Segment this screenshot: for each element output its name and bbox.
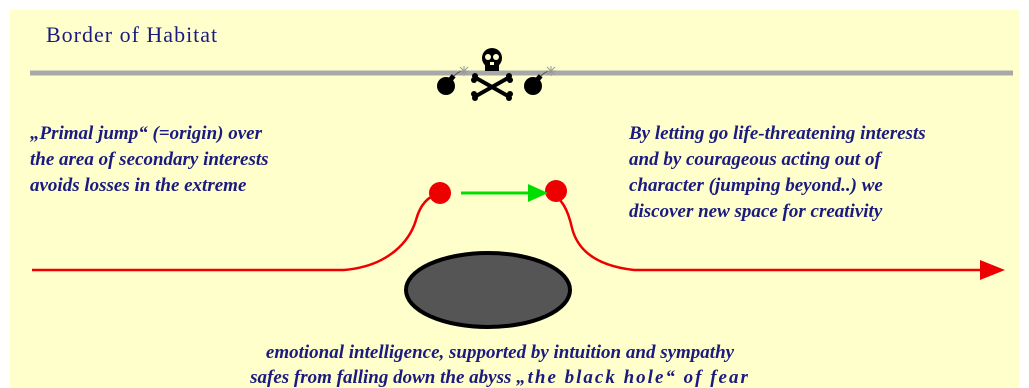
note-line: discover new space for creativity: [629, 201, 883, 222]
black-hole-phrase: „the black hole“ of fear: [516, 367, 750, 388]
note-line: the area of secondary interests: [30, 149, 269, 170]
primal-jump-note: „Primal jump“ (=origin) over the area of…: [30, 121, 269, 199]
emotional-intelligence-note: emotional intelligence, supported by int…: [150, 340, 850, 388]
bomb-icon: [437, 66, 469, 95]
bomb-icon: [524, 66, 556, 95]
diagram-title: Border of Habitat: [46, 22, 219, 47]
jump-takeoff-curve: [343, 191, 441, 272]
note-line: „Primal jump“ (=origin) over: [30, 123, 262, 144]
note-line: and by courageous acting out of: [629, 149, 881, 170]
path-arrowhead: [980, 260, 1005, 280]
letting-go-note: By letting go life-threatening interests…: [629, 121, 926, 225]
jump-arrowhead: [528, 184, 548, 202]
note-line-2: safes from falling down the abyss „the b…: [150, 365, 850, 388]
note-text: safes from falling down the abyss: [250, 367, 517, 388]
jump-landing-point: [545, 180, 567, 202]
note-line: character (jumping beyond..) we: [629, 175, 883, 196]
note-line: emotional intelligence, supported by int…: [265, 342, 735, 363]
jump-landing-curve: [551, 193, 635, 272]
skull-and-crossbones-icon: [471, 48, 513, 101]
jump-origin-point: [429, 182, 451, 204]
note-line: avoids losses in the extreme: [30, 175, 247, 196]
note-line: By letting go life-threatening interests: [629, 123, 926, 144]
black-hole: [404, 251, 572, 329]
